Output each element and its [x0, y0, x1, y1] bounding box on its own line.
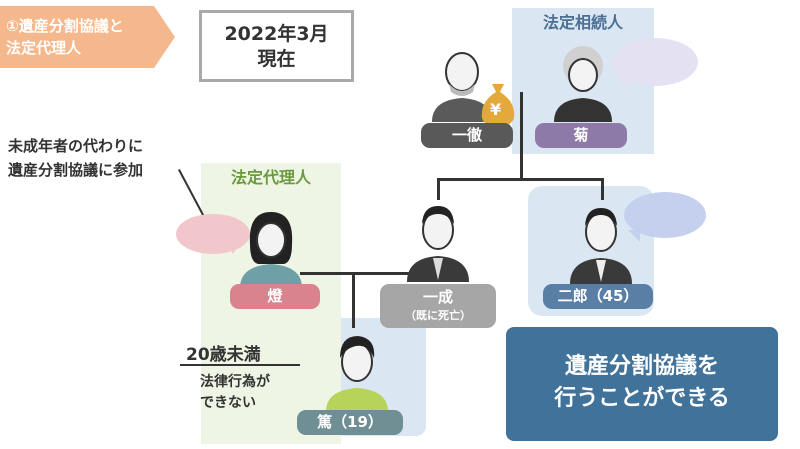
proxy-note: 未成年者の代わりに 遺産分割協議に参加	[8, 134, 143, 182]
date-box: 2022年3月 現在	[199, 10, 354, 82]
marriage-line-issei-akari	[300, 272, 410, 275]
label-issei: 一成 （既に死亡）	[380, 284, 496, 328]
akari-avatar	[240, 212, 302, 288]
minor-note-title: 20歳未満	[186, 345, 261, 365]
issei-avatar	[407, 206, 469, 282]
banner-line-2: 法定代理人	[6, 39, 82, 57]
minor-note-body: 法律行為が できない	[200, 372, 270, 414]
result-line-2: 行うことができる	[554, 386, 730, 411]
minor-note-underline	[180, 364, 300, 366]
children-line	[437, 178, 604, 181]
coin-bag-icon	[481, 84, 515, 126]
label-akari: 燈	[230, 284, 320, 309]
minor-note-line-1: 法律行為が	[200, 374, 270, 390]
title-banner: ①遺産分割協議と 法定代理人	[0, 6, 175, 68]
date-line-2: 現在	[257, 48, 296, 70]
kiku-avatar	[554, 46, 612, 122]
jiro-branch	[601, 178, 604, 200]
proxy-note-line-1: 未成年者の代わりに	[8, 137, 144, 155]
result-line-1: 遺産分割協議を	[564, 354, 719, 379]
jiro-avatar	[570, 208, 632, 284]
kiku-speech-tail	[616, 76, 628, 88]
atsushi-branch	[352, 272, 355, 328]
coin-symbol: ¥	[490, 100, 502, 119]
marriage-line-ittetsu-kiku	[520, 92, 523, 180]
label-atsushi: 篤（19）	[297, 410, 403, 435]
date-line-1: 2022年3月	[224, 23, 329, 45]
ittetsu-avatar	[432, 52, 492, 122]
atsushi-avatar	[326, 336, 388, 412]
label-issei-name: 一成	[422, 288, 453, 306]
label-kiku: 菊	[535, 123, 627, 148]
jiro-speech-tail	[628, 230, 640, 242]
banner-line-1: ①遺産分割協議と	[6, 17, 124, 35]
label-ittetsu: 一徹	[421, 123, 513, 148]
proxy-note-line-2: 遺産分割協議に参加	[8, 161, 144, 179]
label-jiro: 二郎（45）	[543, 284, 653, 309]
akari-speech-tail	[232, 244, 242, 254]
issei-branch	[437, 178, 440, 200]
minor-note-line-2: できない	[200, 395, 256, 411]
label-issei-sub: （既に死亡）	[405, 309, 471, 322]
heirs-zone-title: 法定相続人	[542, 13, 623, 32]
result-box: 遺産分割協議を 行うことができる	[506, 327, 778, 441]
guardian-zone-title: 法定代理人	[230, 168, 311, 187]
